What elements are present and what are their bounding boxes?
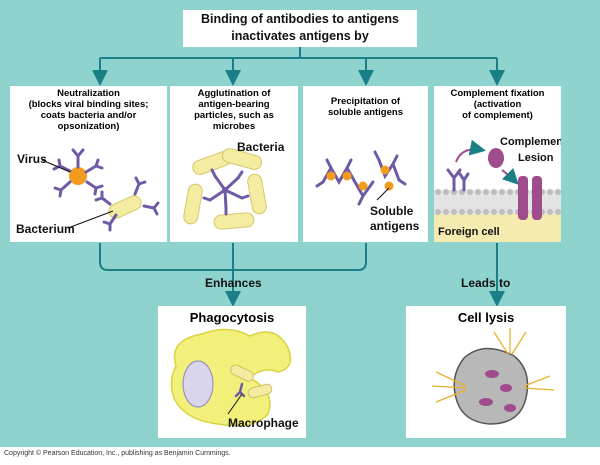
title-line-1: Binding of antibodies to antigens — [201, 12, 399, 26]
complement-panel: Complement fixation (activation of compl… — [434, 86, 561, 242]
copyright-notice: Copyright © Pearson Education, Inc., pub… — [4, 450, 231, 457]
complement-protein — [488, 148, 504, 168]
neutralization-illustration — [41, 148, 160, 232]
complement-line-3: of complement) — [462, 110, 533, 121]
neutralization-line-2: (blocks viral binding sites; — [28, 99, 149, 110]
label-bacteria: Bacteria — [237, 140, 285, 154]
membrane-antibodies — [446, 168, 470, 192]
agglutination-panel: Agglutination of antigen-bearing particl… — [170, 86, 298, 242]
leads-to-label: Leads to — [461, 276, 511, 290]
neutralization-line-4: opsonization) — [57, 121, 120, 132]
precipitation-line-1: Precipitation of — [330, 96, 401, 107]
virus-antibodies — [52, 148, 104, 198]
lesion-arrow — [501, 167, 519, 185]
agglutination-line-2: antigen-bearing — [198, 99, 270, 110]
phagocytosis-illustration — [170, 328, 292, 427]
precipitation-panel: Precipitation of soluble antigens Solubl… — [303, 86, 428, 242]
leaking-contents — [431, 328, 555, 403]
neutralization-header: Neutralization (blocks viral binding sit… — [10, 88, 167, 132]
soluble-antigen-dots — [326, 165, 394, 191]
phagocytosis-box: Phagocytosis Macrophage — [158, 306, 306, 438]
lesion-pore — [518, 176, 542, 220]
cell-lysis-illustration — [431, 328, 555, 425]
agglutination-line-4: microbes — [212, 121, 256, 132]
connectors-layer — [92, 46, 505, 307]
precipitation-illustration — [315, 150, 407, 206]
precipitation-line-2: soluble antigens — [328, 107, 403, 118]
agglutination-line-3: particles, such as — [194, 110, 274, 121]
agglutination-line-1: Agglutination of — [197, 88, 271, 99]
complement-header: Complement fixation (activation of compl… — [434, 88, 561, 121]
agglutinated-bacteria — [183, 148, 267, 230]
complement-line-2: (activation — [473, 99, 522, 110]
label-lesion: Lesion — [518, 152, 554, 164]
diagram: Binding of antibodies to antigens inacti… — [0, 0, 600, 447]
label-antigens: antigens — [370, 219, 420, 233]
lysis-lesions — [479, 370, 516, 412]
phagocytosis-title: Phagocytosis — [189, 310, 275, 325]
label-virus: Virus — [17, 152, 47, 166]
precipitation-header: Precipitation of soluble antigens — [303, 96, 428, 118]
complement-binding-arrow — [455, 139, 486, 163]
label-macrophage: Macrophage — [228, 416, 299, 430]
complement-line-1: Complement fixation — [450, 88, 545, 99]
bacterium-particle — [108, 195, 142, 219]
agglutination-header: Agglutination of antigen-bearing particl… — [170, 88, 298, 132]
label-soluble: Soluble — [370, 204, 414, 218]
title-line-2: inactivates antigens by — [231, 29, 369, 43]
label-bacterium: Bacterium — [16, 222, 75, 236]
neutralization-line-3: coats bacteria and/or — [40, 110, 137, 121]
label-foreign-cell: Foreign cell — [438, 226, 500, 238]
cell-lysis-box: Cell lysis — [406, 306, 566, 438]
bacterium-antibodies — [94, 176, 160, 232]
virus-particle — [69, 167, 87, 185]
label-complement: Complement — [500, 136, 561, 148]
neutralization-panel: Neutralization (blocks viral binding sit… — [10, 86, 167, 242]
neutralization-line-1: Neutralization — [57, 88, 120, 99]
enhances-label: Enhances — [205, 276, 262, 290]
cell-lysis-title: Cell lysis — [457, 310, 515, 325]
agglutinating-antibodies — [202, 168, 250, 216]
engulfed-bacteria — [230, 364, 273, 399]
agglutination-illustration — [183, 148, 267, 230]
macrophage-nucleus — [182, 360, 214, 408]
complement-illustration — [434, 139, 561, 242]
title-box: Binding of antibodies to antigens inacti… — [183, 10, 417, 47]
